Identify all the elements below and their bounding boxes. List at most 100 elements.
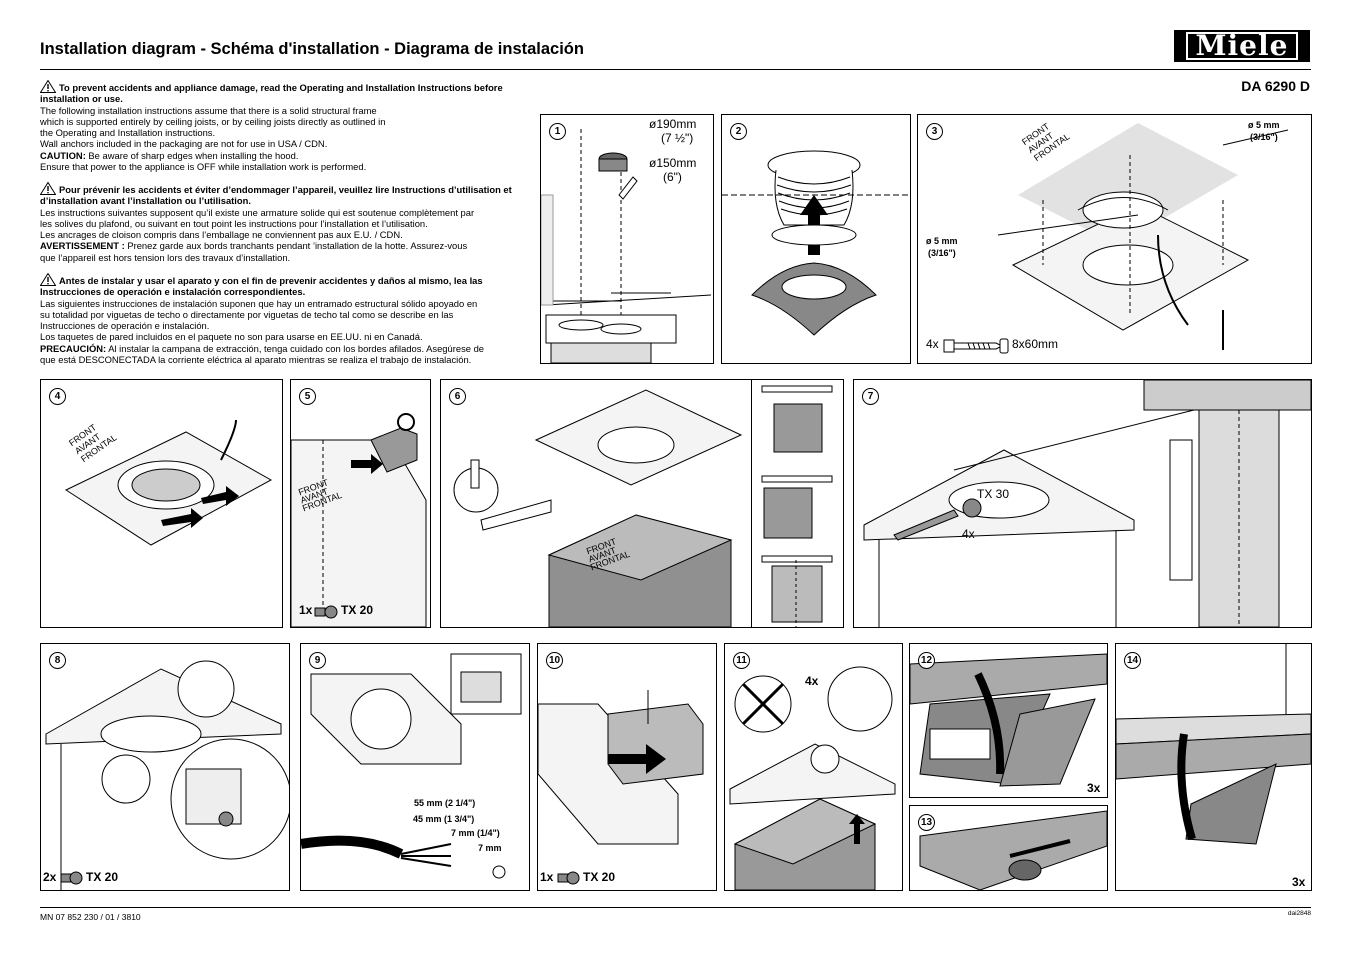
- screw-quantity: 2x: [43, 870, 57, 884]
- caution-label: CAUTION:: [40, 149, 86, 161]
- torx-size: TX 30: [977, 487, 1010, 501]
- hole-diameter-left-inches: (3/16"): [928, 248, 956, 258]
- step-5-panel: 5 FRONT AVANT FRONTAL 1x TX 20: [290, 379, 431, 628]
- step-4-illustration: [64, 419, 273, 546]
- duct-diameter-large-inches: (7 ½"): [661, 131, 694, 145]
- strip-length-55: 55 mm (2 1/4"): [414, 798, 476, 808]
- caution-text: Prenez garde aux bords tranchants pendan…: [124, 240, 468, 252]
- step-number: 6: [449, 388, 466, 405]
- step-8-illustration: [45, 660, 289, 890]
- warning-icon: [40, 182, 56, 195]
- step-9-panel: 9 55 mm (2 1/4") 45 mm (1 3/4") 7 mm (1/…: [300, 643, 530, 891]
- step-number: 1: [549, 123, 566, 140]
- warning-english: To prevent accidents and appliance damag…: [40, 80, 530, 172]
- step-13-illustration: [919, 810, 1107, 890]
- duct-diameter-small: ø150mm: [649, 156, 697, 170]
- torx-size: TX 20: [583, 870, 616, 884]
- strip-length-7: 7 mm: [478, 843, 502, 853]
- step-9-illustration: [301, 653, 522, 879]
- duct-diameter-large: ø190mm: [649, 117, 697, 131]
- screw-quantity: 4x: [962, 527, 975, 541]
- warning-en-line: Wall anchors included in the packaging a…: [40, 138, 328, 150]
- step-number: 2: [730, 123, 747, 140]
- step-number: 3: [926, 123, 943, 140]
- warning-es-line: Instrucciones de operación e instalación…: [40, 320, 210, 332]
- step-10-panel: 10 1x TX 20: [537, 643, 717, 891]
- step-2-illustration: [722, 150, 910, 336]
- model-number: DA 6290 D: [1241, 78, 1310, 94]
- clip-quantity: 4x: [805, 674, 819, 688]
- warning-fr-last: que l’appareil est hors tension lors des…: [40, 251, 291, 263]
- step-number: 10: [546, 652, 563, 669]
- step-number: 14: [1124, 652, 1141, 669]
- header-divider: [40, 69, 1311, 70]
- warning-es-line: Los taquetes de pared incluidos en el pa…: [40, 331, 423, 343]
- filter-quantity: 3x: [1292, 875, 1306, 889]
- caution-label: AVERTISSEMENT :: [40, 240, 125, 252]
- step-1-panel: 1 ø190mm (7 ½") ø150mm (6"): [540, 114, 714, 364]
- logo-text: Miele: [1185, 32, 1299, 60]
- drawing-reference: dai2848: [1287, 910, 1311, 917]
- step-14-panel: 14 3x: [1115, 643, 1312, 891]
- warning-fr-line: Les instructions suivantes supposent qu’…: [40, 206, 475, 218]
- step-number: 13: [918, 814, 935, 831]
- hole-diameter-top-inches: (3/16"): [1250, 132, 1278, 142]
- torx-screw-icon: [557, 871, 580, 885]
- torx-screw-icon: [60, 871, 83, 885]
- step-3-illustration: [997, 123, 1289, 350]
- warning-en-last: Ensure that power to the appliance is OF…: [40, 161, 367, 173]
- duct-diameter-small-inches: (6"): [663, 170, 682, 184]
- step-number: 7: [862, 388, 879, 405]
- warning-icon: [40, 273, 56, 286]
- filter-quantity: 3x: [1087, 781, 1101, 795]
- warning-icon: [40, 80, 56, 93]
- warning-spanish: Antes de instalar y usar el aparato y co…: [40, 273, 530, 365]
- torx-size: TX 20: [341, 603, 374, 617]
- step-7-illustration: [863, 380, 1311, 627]
- step-number: 4: [49, 388, 66, 405]
- step-number: 11: [733, 652, 750, 669]
- warning-fr-line: les solives du plafond, ou suivant en to…: [40, 217, 428, 229]
- step-11-illustration: [729, 666, 896, 890]
- hole-diameter-left: ø 5 mm: [926, 236, 958, 246]
- screw-quantity: 1x: [540, 870, 554, 884]
- torx-screw-icon: [314, 605, 338, 619]
- caution-text: Al instalar la campana de extracción, te…: [106, 342, 484, 354]
- warning-es-header: Antes de instalar y usar el aparato y co…: [40, 275, 483, 298]
- step-1-illustration: [541, 129, 712, 363]
- step-8-panel: 8 2x TX 20: [40, 643, 290, 891]
- strip-length-7-inch: 7 mm (1/4"): [451, 828, 500, 838]
- step-number: 9: [309, 652, 326, 669]
- duct-sequence-illustration: [761, 385, 833, 627]
- step-12-illustration: [910, 653, 1107, 787]
- step-14-illustration: [1116, 644, 1311, 845]
- footer-divider: [40, 907, 1311, 908]
- step-number: 8: [49, 652, 66, 669]
- step-11-panel: 11 4x: [724, 643, 903, 891]
- step-4-panel: 4 FRONT AVANT FRONTAL: [40, 379, 283, 628]
- step-6-duct-sequence: [751, 379, 844, 628]
- screw-icon: [943, 338, 1009, 354]
- screw-quantity: 1x: [299, 603, 313, 617]
- warning-fr-header: Pour prévenir les accidents et éviter d’…: [40, 184, 512, 207]
- step-2-panel: 2: [721, 114, 911, 364]
- page-title: Installation diagram - Schéma d'installa…: [40, 40, 584, 58]
- warning-es-line: Las siguientes instrucciones de instalac…: [40, 297, 478, 309]
- step-7-panel: 7 TX 30 4x: [853, 379, 1312, 628]
- caution-label: PRECAUCIÓN:: [40, 342, 107, 354]
- document-number: MN 07 852 230 / 01 / 3810: [40, 912, 141, 922]
- warning-es-line: su totalidad por viguetas de techo o dir…: [40, 308, 454, 320]
- warning-french: Pour prévenir les accidents et éviter d’…: [40, 182, 530, 263]
- miele-logo: Miele: [1174, 30, 1310, 62]
- step-12-panel: 12 3x: [909, 643, 1108, 798]
- screw-size: 8x60mm: [1012, 337, 1059, 351]
- warning-en-header: To prevent accidents and appliance damag…: [40, 82, 503, 105]
- warning-en-line: the Operating and Installation instructi…: [40, 127, 216, 139]
- hole-diameter-top: ø 5 mm: [1248, 120, 1280, 130]
- caution-text: Be aware of sharp edges when installing …: [85, 149, 299, 161]
- strip-length-45: 45 mm (1 3/4"): [413, 814, 475, 824]
- step-10-illustration: [538, 690, 704, 845]
- step-number: 12: [918, 652, 935, 669]
- step-13-panel: 13: [909, 805, 1108, 891]
- screw-quantity: 4x: [926, 337, 939, 351]
